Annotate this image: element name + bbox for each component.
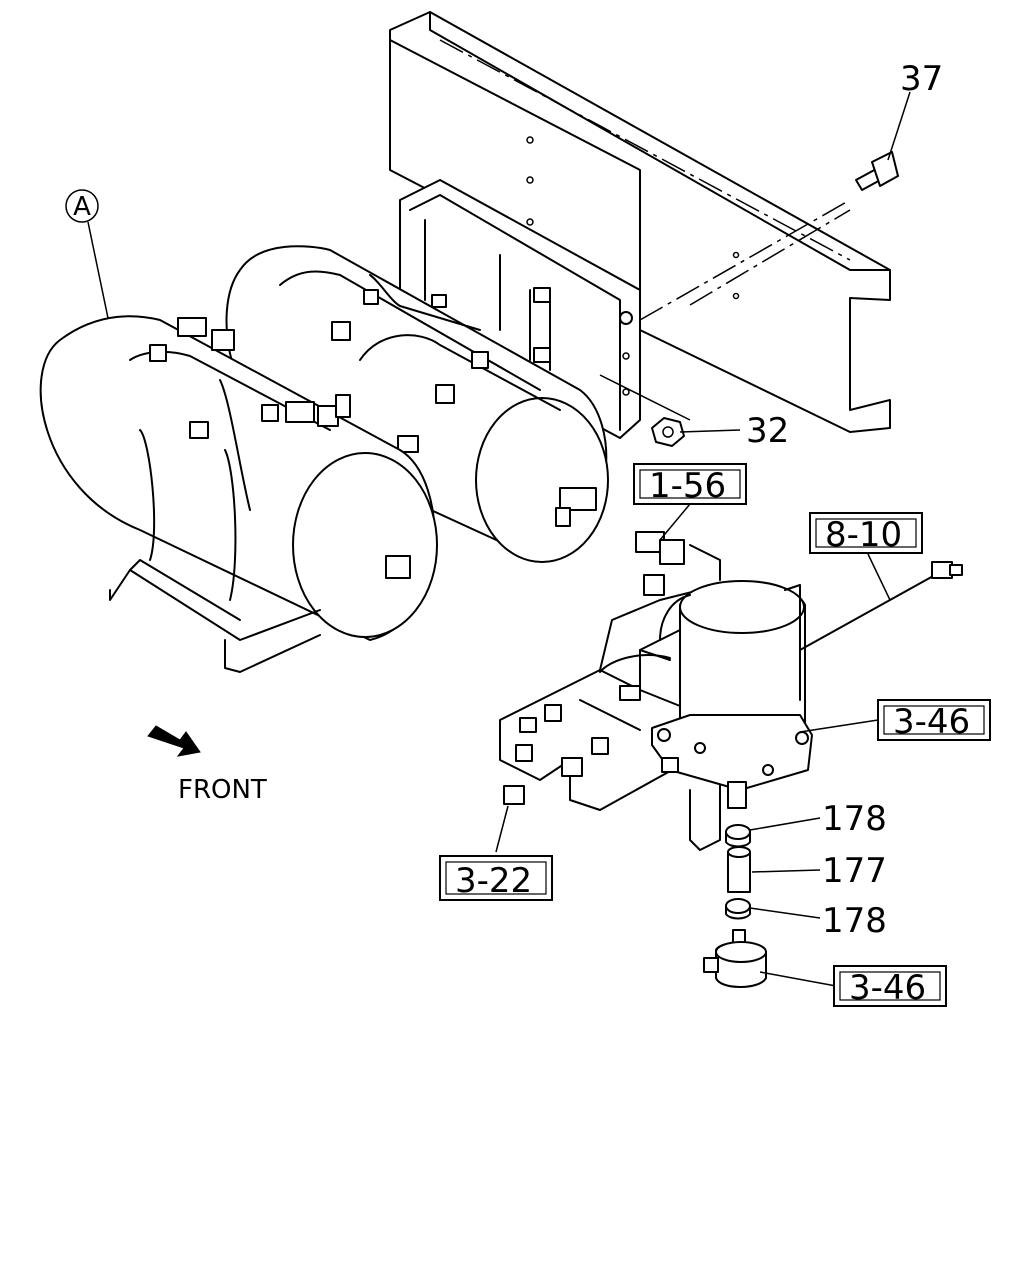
flange-nut xyxy=(651,417,685,447)
callout-8-10: 8-10 xyxy=(809,512,923,555)
callout-8-10-text: 8-10 xyxy=(825,515,902,555)
tank-cradle xyxy=(109,559,321,673)
air-dryer-assembly xyxy=(499,531,891,851)
callout-3-22-text: 3-22 xyxy=(455,861,532,901)
air-tank-front xyxy=(39,315,438,641)
view-marker-a: A xyxy=(65,189,99,223)
callout-177-text: 177 xyxy=(822,851,887,891)
wiring-harness xyxy=(889,561,963,601)
front-arrow-icon xyxy=(147,725,201,757)
callout-177: 177 xyxy=(822,851,887,891)
callout-37-text: 37 xyxy=(900,59,943,99)
drain-valve xyxy=(703,929,767,988)
front-tank-fittings xyxy=(149,317,411,579)
callout-32-text: 32 xyxy=(746,411,789,451)
callout-178-upper: 178 xyxy=(822,799,887,839)
leader-lines xyxy=(87,91,911,987)
drain-clamp-upper xyxy=(725,824,751,848)
callout-3-46-upper: 3-46 xyxy=(877,699,991,742)
drain-hose xyxy=(727,846,751,893)
callout-178-lower: 178 xyxy=(822,901,887,941)
rear-tank-fittings xyxy=(331,289,597,527)
callout-3-46-upper-text: 3-46 xyxy=(893,702,970,742)
air-tank-rear xyxy=(225,245,609,563)
flange-bolt xyxy=(855,151,899,191)
callout-178-upper-text: 178 xyxy=(822,799,887,839)
callout-178-lower-text: 178 xyxy=(822,901,887,941)
callout-37: 37 xyxy=(900,59,943,99)
callout-1-56-text: 1-56 xyxy=(649,466,726,506)
drain-clamp-lower xyxy=(725,898,751,920)
front-tank-strap xyxy=(139,429,237,601)
callout-3-46-lower: 3-46 xyxy=(833,965,947,1008)
front-label: FRONT xyxy=(178,775,267,805)
callout-32: 32 xyxy=(746,411,789,451)
callout-1-56: 1-56 xyxy=(633,463,747,506)
callout-3-22: 3-22 xyxy=(439,855,553,901)
callout-3-46-lower-text: 3-46 xyxy=(849,968,926,1008)
view-marker-a-text: A xyxy=(73,192,91,222)
